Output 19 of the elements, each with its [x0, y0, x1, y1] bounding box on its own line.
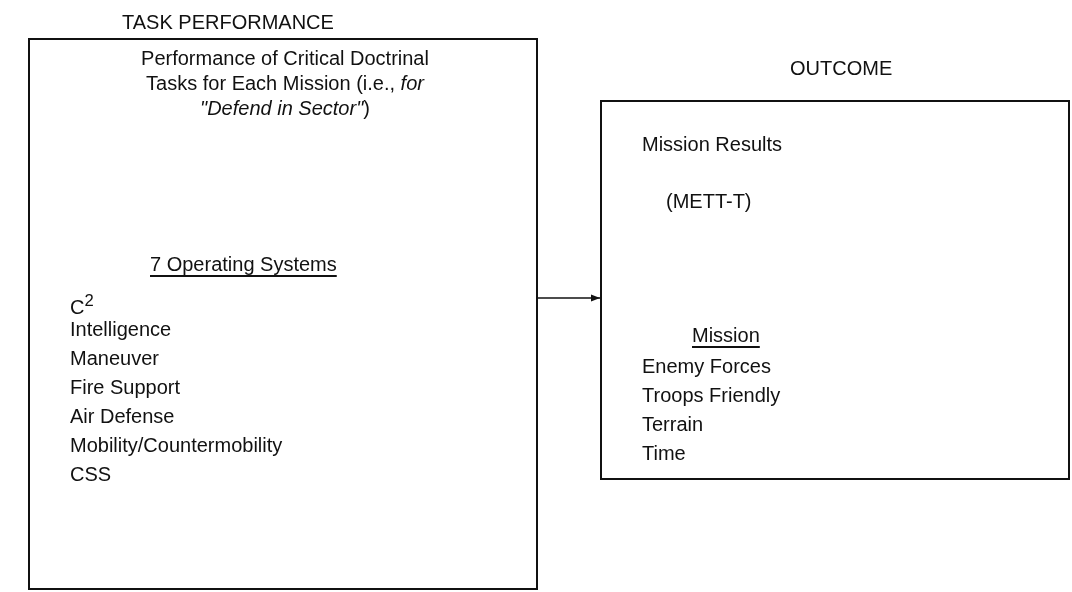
heading: TASK PERFORMANCE	[122, 10, 334, 35]
subheading: 7 Operating Systems	[150, 252, 337, 277]
list-item: C$^{2}$	[70, 290, 94, 320]
list-item: CSS	[70, 462, 112, 487]
heading: OUTCOME	[790, 56, 893, 81]
list-item: Troops Friendly	[642, 383, 781, 408]
description: Performance of Critical Doctrinal Tasks for Each Mission (i.e., for "Defend in Sector")	[140, 46, 430, 121]
label: Mission Results	[642, 132, 783, 157]
list-item: Maneuver	[70, 346, 159, 371]
arrow	[537, 294, 601, 302]
list-item: Terrain	[642, 412, 704, 437]
list-item: Enemy Forces	[642, 354, 771, 379]
list-item: Fire Support	[70, 375, 181, 400]
list-item: Intelligence	[70, 317, 172, 342]
label: (METT-T)	[666, 189, 752, 214]
subheading: Mission	[692, 323, 760, 348]
list-item: Air Defense	[70, 404, 175, 429]
list-item: Mobility/Countermobility	[70, 433, 283, 458]
list-item: Time	[642, 441, 686, 466]
